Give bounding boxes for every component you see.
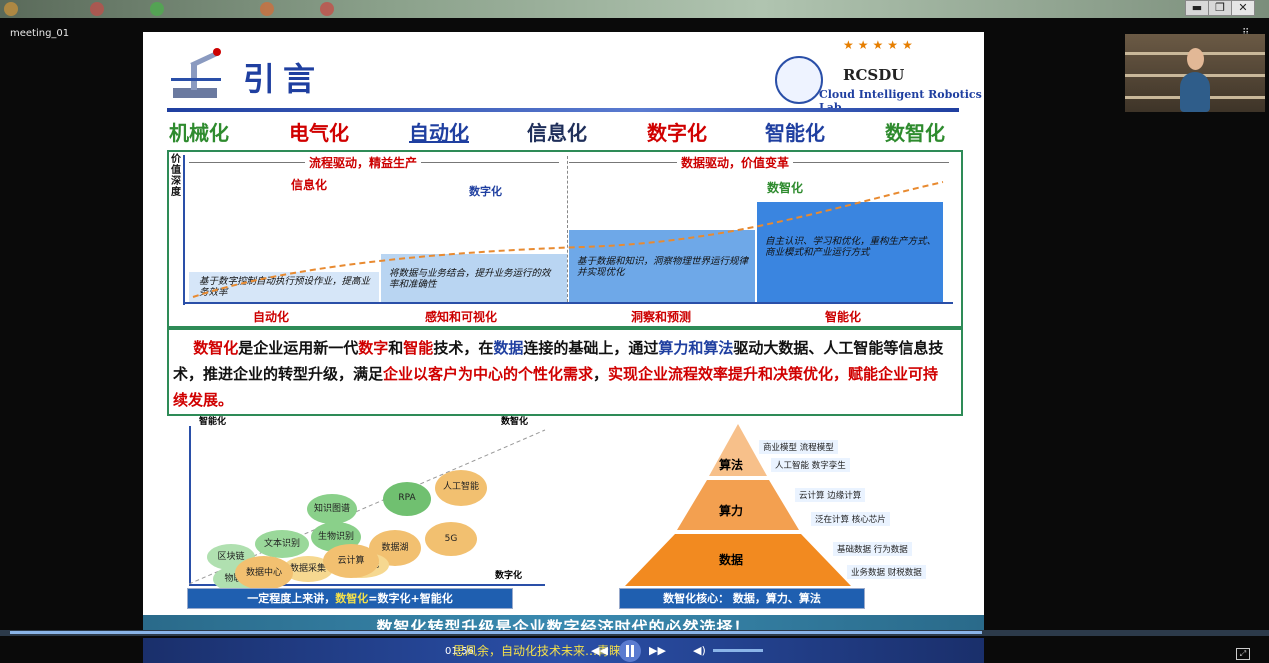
participant-body <box>1180 72 1210 112</box>
pyramid-level: 算力 <box>719 504 744 518</box>
scatter-y-axis <box>189 426 191 584</box>
definition-text: 数智化是企业运用新一代数字和智能技术，在数据连接的基础上，通过算力和算法驱动大数… <box>173 339 944 409</box>
scatter-caption: 一定程度上来讲，数智化=数字化+智能化 <box>187 588 513 609</box>
phase-caption: 基于数字控制自动执行预设作业，提高业务效率 <box>199 276 371 298</box>
scatter-y-label: 智能化 <box>199 417 227 427</box>
bubble: 云计算 <box>323 544 379 578</box>
maximize-button[interactable]: ❐ <box>1208 0 1232 16</box>
bottom-label: 洞察和预测 <box>631 310 692 324</box>
tech-scatter-diagram: 智能化 数字化 数智化 人工智能 RPA 知识图谱 生物识别 文本识别 区块链 … <box>183 417 553 592</box>
bubble: 文本识别 <box>255 530 309 558</box>
taskbar-icon[interactable] <box>320 2 334 16</box>
stars-decoration: ★★★★★ <box>843 38 917 52</box>
phase-caption: 将数据与业务结合，提升业务运行的效率和准确性 <box>389 268 551 290</box>
taskbar-icon[interactable] <box>260 2 274 16</box>
close-button[interactable]: ✕ <box>1231 0 1255 16</box>
growth-curve <box>192 181 944 298</box>
phase-right-label: 数据驱动，价值变革 <box>677 154 794 171</box>
minimize-button[interactable]: ▬ <box>1185 0 1209 16</box>
phase-divider <box>567 156 568 302</box>
pyramid-tag: 业务数据 财税数据 <box>847 565 926 579</box>
phase-caption: 自主认识、学习和优化，重构生产方式、商业模式和产业运行方式 <box>765 236 937 258</box>
tag-digital: 数字化 <box>469 185 502 198</box>
chart-y-axis <box>183 155 185 305</box>
scatter-x-axis <box>189 584 545 586</box>
bubble: RPA <box>383 482 431 516</box>
stage-label: 电气化 <box>289 121 349 145</box>
pyramid-tag: 基础数据 行为数据 <box>833 542 912 556</box>
volume-icon[interactable]: ◀) <box>693 644 706 657</box>
pause-button[interactable] <box>619 640 641 662</box>
phase-caption: 基于数据和知识，洞察物理世界运行规律并实现优化 <box>577 256 749 278</box>
presentation-slide: 引言 ★★★★★ RCSDU Cloud Intelligent Robotic… <box>143 32 984 640</box>
stage-label: 数字化 <box>647 121 707 145</box>
chart-y-label: 价值深度 <box>171 154 181 198</box>
volume-slider[interactable] <box>713 649 763 652</box>
definition-box <box>167 328 963 416</box>
pyramid-caption: 数智化核心： 数据，算力、算法 <box>619 588 865 609</box>
pyramid-level: 数据 <box>719 553 744 567</box>
evolution-chart: 价值深度 流程驱动，精益生产 数据驱动，价值变革 信息化 数字化 数智化 基于数… <box>167 150 963 328</box>
phase-block <box>757 202 943 302</box>
phase-left-label: 流程驱动，精益生产 <box>305 154 422 171</box>
ticker-text: 思风余，自动化技术未来…青睐数 <box>453 644 634 658</box>
bottom-label: 智能化 <box>825 310 862 324</box>
time-display: 01:56 <box>445 646 474 657</box>
stage-label: 智能化 <box>765 121 825 145</box>
layout-grid-icon[interactable]: ⠿ <box>1242 28 1249 39</box>
pyramid-tag: 人工智能 数字孪生 <box>771 458 850 472</box>
core-pyramid <box>625 424 851 586</box>
bubble: 5G <box>425 522 477 556</box>
bottom-label: 自动化 <box>253 310 290 324</box>
bottom-label: 感知和可视化 <box>425 310 498 324</box>
slide-title: 引言 <box>243 60 324 98</box>
university-logo <box>775 56 823 104</box>
participant-video[interactable] <box>1125 34 1265 112</box>
taskbar-icon[interactable] <box>90 2 104 16</box>
bubble: 数据中心 <box>235 556 293 590</box>
stage-label: 机械化 <box>169 121 229 145</box>
fullscreen-icon[interactable]: ⤢ <box>1236 648 1250 660</box>
app-icon[interactable] <box>4 2 18 16</box>
player-controls: 01:56 思风余，自动化技术未来…青睐数 ◀◀ ▶▶ ◀) <box>143 638 984 663</box>
tag-info: 信息化 <box>291 178 328 192</box>
chart-x-axis <box>183 302 953 304</box>
participant-head <box>1187 48 1204 70</box>
robot-arm-icon <box>171 48 221 98</box>
window-title: meeting_01 <box>10 28 70 39</box>
pyramid-tag: 商业模型 流程模型 <box>759 440 838 454</box>
lab-name: RCSDU <box>843 66 905 84</box>
pyramid-tag: 云计算 边缘计算 <box>795 488 866 502</box>
progress-fill[interactable] <box>10 631 982 634</box>
scatter-diag-label: 数智化 <box>501 417 529 427</box>
phase-block <box>189 272 379 302</box>
taskbar-strip <box>0 0 1269 18</box>
phase-block <box>381 254 567 302</box>
scatter-x-label: 数字化 <box>495 571 523 581</box>
rewind-icon[interactable]: ◀◀ <box>591 644 608 657</box>
stage-label: 数智化 <box>885 121 945 145</box>
taskbar-icon[interactable] <box>150 2 164 16</box>
tag-digi-intel: 数智化 <box>767 181 804 195</box>
bubble: 知识图谱 <box>307 494 357 524</box>
stage-label: 信息化 <box>527 121 587 145</box>
title-divider <box>167 108 959 112</box>
bubble: 人工智能 <box>435 470 487 506</box>
forward-icon[interactable]: ▶▶ <box>649 644 666 657</box>
pyramid-tag: 泛在计算 核心芯片 <box>811 512 890 526</box>
pyramid-level: 算法 <box>719 458 744 472</box>
stage-label: 自动化 <box>409 121 469 145</box>
